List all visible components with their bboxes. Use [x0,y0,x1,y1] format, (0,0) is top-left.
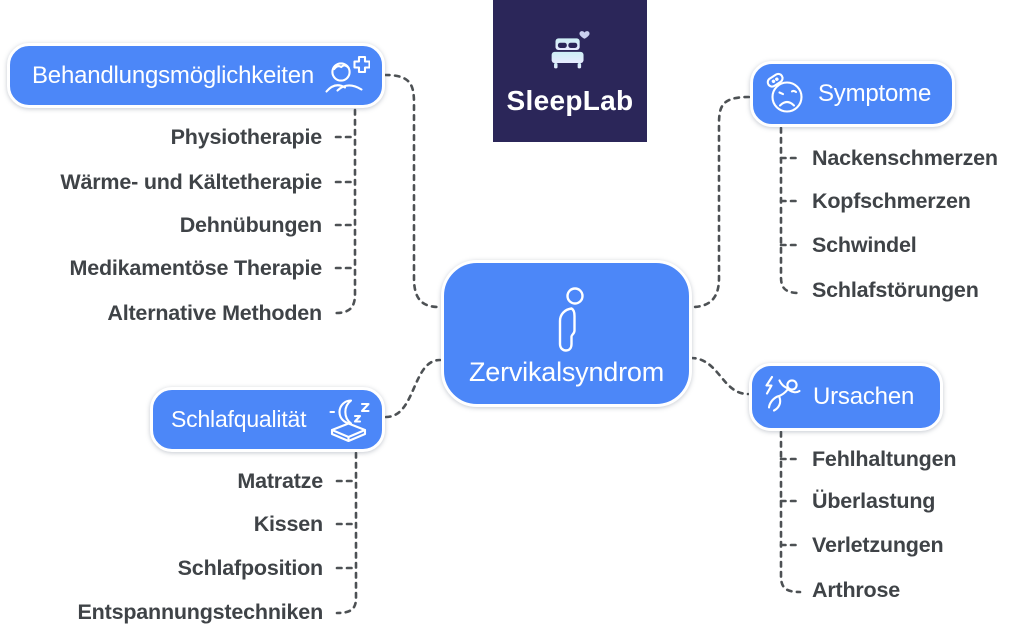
connector-treatments-spine [334,108,357,315]
bed-heart-icon [541,26,599,79]
connector-treatments-main [383,73,441,309]
sleep-item: Matratze [237,469,323,493]
treatment-item: Medikamentöse Therapie [69,256,323,280]
sleep-item: Entspannungstechniken [77,600,324,624]
forward-head-posture-icon [544,285,590,353]
connector-symptoms-main [692,95,751,309]
branch-node-causes: Ursachen [749,363,943,431]
sleep-item: Schlafposition [177,556,324,580]
branch-node-sleep-quality: Schlafqualität [150,387,385,452]
symptom-item: Schwindel [812,233,917,257]
physiotherapist-cross-icon [322,53,370,99]
connector-causes-main [689,356,750,396]
slipping-person-icon [760,372,806,422]
connector-causes-spine [779,430,802,594]
sad-face-bandage-icon [763,70,809,118]
treatments-label: Behandlungsmöglichkeiten [32,61,315,89]
treatment-item: Physiotherapie [170,125,323,149]
connector-sleep-spine [335,451,358,615]
center-node-zervikalsyndrom: Zervikalsyndrom [441,260,692,407]
cause-item: Arthrose [812,578,901,602]
sleep-quality-label: Schlafqualität [171,406,307,432]
symptom-item: Kopfschmerzen [812,189,971,213]
cause-item: Überlastung [812,489,936,513]
sleep-item: Kissen [253,512,324,536]
treatment-item: Dehnübungen [179,213,323,237]
symptoms-label: Symptome [818,80,932,107]
branch-node-symptoms: Symptome [750,61,955,127]
sleeplab-logo: SleepLab [493,0,647,142]
causes-label: Ursachen [813,383,915,410]
connector-sleep-main [384,358,442,419]
moon-mattress-icon [326,396,372,444]
connector-symptoms-spine [779,126,802,295]
cause-item: Fehlhaltungen [812,447,957,471]
treatment-item: Wärme- und Kältetherapie [60,170,322,194]
center-node-label: Zervikalsyndrom [468,357,665,387]
brand-name: SleepLab [506,84,634,116]
symptom-item: Nackenschmerzen [812,146,998,170]
cause-item: Verletzungen [812,533,944,557]
treatment-item: Alternative Methoden [107,301,322,325]
branch-node-treatments: Behandlungsmöglichkeiten [7,43,385,108]
symptom-item: Schlafstörungen [812,278,979,302]
